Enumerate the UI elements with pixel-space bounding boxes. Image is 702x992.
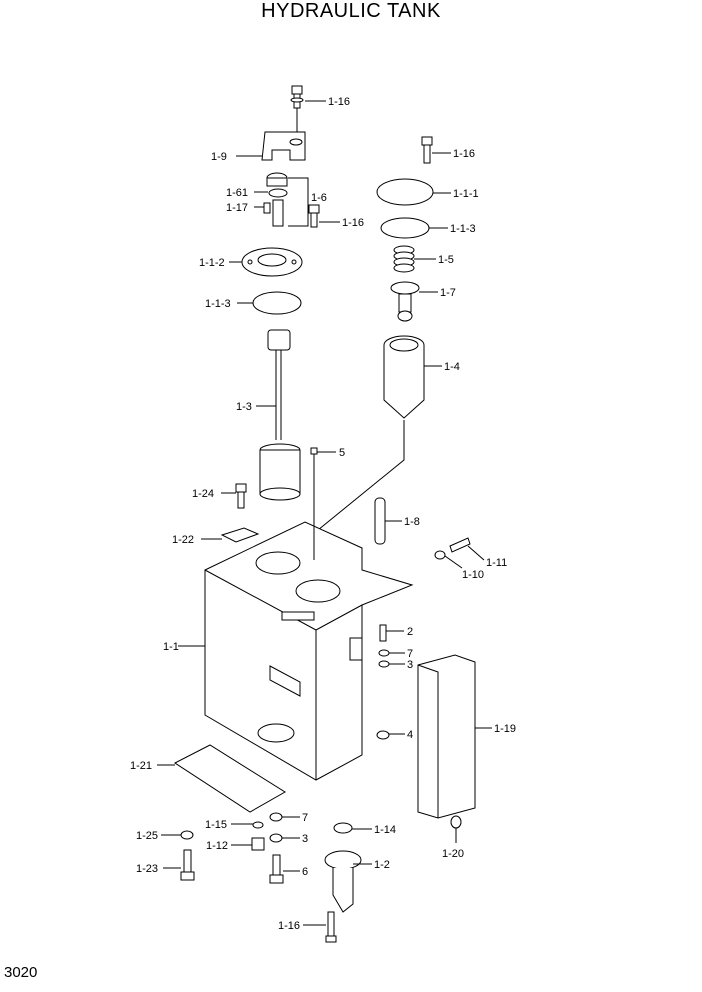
callout-1-22: 1-22 [172, 534, 194, 546]
callout-1-1-2: 1-1-2 [199, 257, 225, 269]
callout-labels: 1-16 1-9 1-61 1-17 1-6 1-16 1-1-2 1-1-3 … [130, 96, 516, 932]
part-bolt-1-24 [235, 483, 247, 509]
callout-1-23: 1-23 [136, 863, 158, 875]
callout-7: 7 [302, 812, 308, 824]
part-plug-1-20 [450, 815, 462, 829]
part-bolt-1-16-right [421, 136, 433, 164]
page-title: HYDRAULIC TANK [261, 0, 441, 22]
callout-1-15: 1-15 [205, 819, 227, 831]
callout-5: 5 [339, 447, 345, 459]
part-bolt-1-16-mid [308, 204, 320, 228]
part-plate-1-22 [220, 527, 260, 543]
part-washer-1-25 [180, 830, 194, 840]
part-cover-1-1-2 [241, 247, 303, 277]
callout-1-24: 1-24 [192, 488, 214, 500]
part-filter-rod-1-3 [259, 329, 301, 501]
callout-1-20: 1-20 [442, 848, 464, 860]
callout-2: 2 [407, 626, 413, 638]
part-plate-1-21 [174, 744, 286, 813]
callout-1-16: 1-16 [278, 920, 300, 932]
callout-7: 7 [407, 648, 413, 660]
part-cover-1-1-1 [376, 178, 434, 206]
callout-1-16: 1-16 [453, 148, 475, 160]
callout-1-21: 1-21 [130, 760, 152, 772]
callout-1-3: 1-3 [236, 401, 252, 413]
part-bolt-6 [269, 854, 284, 884]
part-stud-1-6 [272, 199, 284, 227]
part-oring-1-14 [333, 822, 353, 834]
part-bracket-1-9 [261, 131, 306, 161]
callout-1-12: 1-12 [206, 840, 228, 852]
callout-3: 3 [302, 833, 308, 845]
part-washer-1-10 [434, 550, 446, 560]
callout-1-25: 1-25 [136, 830, 158, 842]
callout-1-1-1: 1-1-1 [453, 188, 479, 200]
callout-1-10: 1-10 [462, 569, 484, 581]
callout-1-11: 1-11 [486, 557, 507, 569]
part-washer-3-right [378, 660, 390, 668]
callout-1-9: 1-9 [211, 151, 227, 163]
part-oring-1-1-3-right [380, 217, 430, 239]
callout-1-5: 1-5 [438, 254, 454, 266]
part-bolt-2 [379, 624, 387, 642]
part-valve-1-7 [390, 281, 420, 322]
callout-1-1-3: 1-1-3 [450, 223, 476, 235]
callout-1-2: 1-2 [374, 859, 390, 871]
part-level-gauge-1-8 [374, 497, 386, 545]
callout-6: 6 [302, 866, 308, 878]
part-washer-4 [376, 730, 390, 740]
callout-1-4: 1-4 [444, 361, 460, 373]
callout-1-1-3: 1-1-3 [205, 298, 231, 310]
part-filter-element-1-4 [383, 335, 425, 419]
part-washer-7-bottom [269, 812, 283, 822]
part-insulation-1-19 [417, 654, 476, 819]
part-washer-7-right [378, 649, 390, 657]
part-bolt-1-17 [263, 202, 271, 214]
part-bolt-1-23 [180, 849, 195, 881]
part-bolt-1-16-top [290, 85, 304, 109]
callout-1-16: 1-16 [328, 96, 350, 108]
callout-1-6: 1-6 [311, 192, 327, 204]
callout-1-7: 1-7 [440, 287, 456, 299]
part-tank-1-1 [204, 521, 414, 781]
part-spring-1-5 [393, 245, 415, 273]
part-sensor-1-11 [449, 537, 471, 553]
callout-1-17: 1-17 [226, 202, 248, 214]
callout-1-61: 1-61 [226, 187, 248, 199]
part-screw-5 [310, 447, 318, 560]
leader-lines [157, 100, 492, 926]
callout-3: 3 [407, 659, 413, 671]
callout-1-19: 1-19 [494, 723, 516, 735]
part-washer-1-15 [252, 821, 264, 829]
callout-1-8: 1-8 [404, 516, 420, 528]
part-pipe-1-2 [324, 850, 362, 913]
callout-1-1: 1-1 [163, 641, 179, 653]
part-bolt-1-16-bottom [325, 911, 337, 943]
part-plug-1-12 [251, 837, 265, 851]
page-number: 3020 [4, 964, 38, 981]
part-cap-1-61 [266, 172, 288, 198]
part-oring-1-1-3-left [252, 291, 302, 315]
part-washer-3-bottom [269, 833, 283, 843]
callout-1-14: 1-14 [374, 824, 396, 836]
callout-1-16: 1-16 [342, 217, 364, 229]
callout-4: 4 [407, 729, 413, 741]
